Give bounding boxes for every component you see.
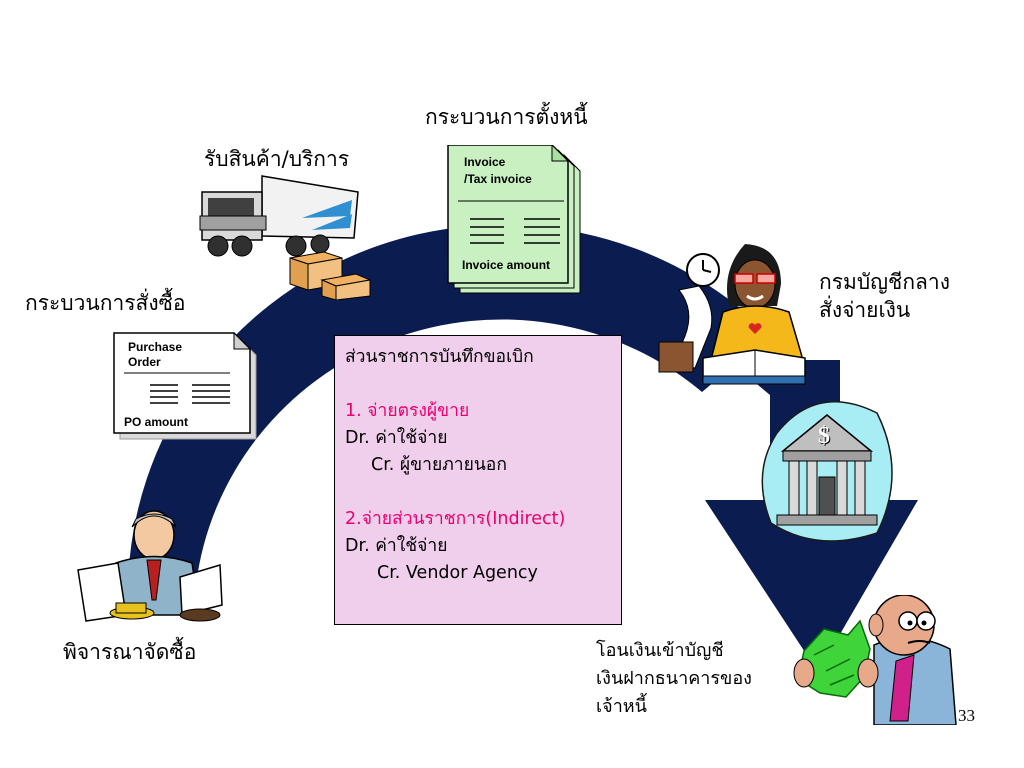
option2-title: 2.จ่ายส่วนราชการ(Indirect) <box>345 509 566 529</box>
option1-title: 1. จ่ายตรงผู้ขาย <box>345 401 470 421</box>
label-transfer-line2: เงินฝากธนาคารของ <box>596 668 752 689</box>
label-purchase-consideration: พิจารณาจัดซื้อ <box>63 640 197 664</box>
page-number: 33 <box>958 706 975 725</box>
delivery-truck-icon <box>199 175 372 300</box>
man-with-money-icon <box>793 595 957 725</box>
invoice-title-line2: /Tax invoice <box>464 172 532 186</box>
businessman-reading-icon <box>77 510 223 622</box>
bank-building-icon <box>761 401 893 542</box>
purchase-order-document: Purchase Order PO amount <box>110 331 260 443</box>
disbursement-request-box: ส่วนราชการบันทึกขอเบิก 1. จ่ายตรงผู้ขาย … <box>334 335 622 625</box>
label-comptroller-line2: สั่งจ่ายเงิน <box>819 298 911 322</box>
label-transfer: โอนเงินเข้าบัญชี เงินฝากธนาคารของ เจ้าหน… <box>596 637 752 721</box>
label-debt-setup: กระบวนการตั้งหนี้ <box>425 105 588 129</box>
invoice-title-line1: Invoice <box>464 155 506 169</box>
option2-debit: Dr. ค่าใช้จ่าย <box>345 536 448 556</box>
label-purchase-process: กระบวนการสั่งซื้อ <box>25 291 186 315</box>
option2-credit: Cr. Vendor Agency <box>377 563 538 583</box>
po-amount-label: PO amount <box>124 415 189 429</box>
accountant-woman-icon <box>658 244 806 385</box>
box-heading: ส่วนราชการบันทึกขอเบิก <box>345 347 534 367</box>
bank-dollar-sign: $ <box>818 423 830 449</box>
label-comptroller-line1: กรมบัญชีกลาง <box>819 270 950 294</box>
invoice-amount-label: Invoice amount <box>462 258 551 272</box>
option1-debit: Dr. ค่าใช้จ่าย <box>345 428 448 448</box>
label-transfer-line3: เจ้าหนี้ <box>596 696 647 717</box>
option1-credit: Cr. ผู้ขายภายนอก <box>371 455 507 475</box>
label-goods-receipt: รับสินค้า/บริการ <box>204 147 350 171</box>
po-title-line2: Order <box>128 355 161 369</box>
label-comptroller: กรมบัญชีกลาง สั่งจ่ายเงิน <box>819 268 950 324</box>
po-title-line1: Purchase <box>128 340 183 354</box>
invoice-document: Invoice /Tax invoice Invoice amount <box>444 145 584 295</box>
label-transfer-line1: โอนเงินเข้าบัญชี <box>596 640 724 661</box>
